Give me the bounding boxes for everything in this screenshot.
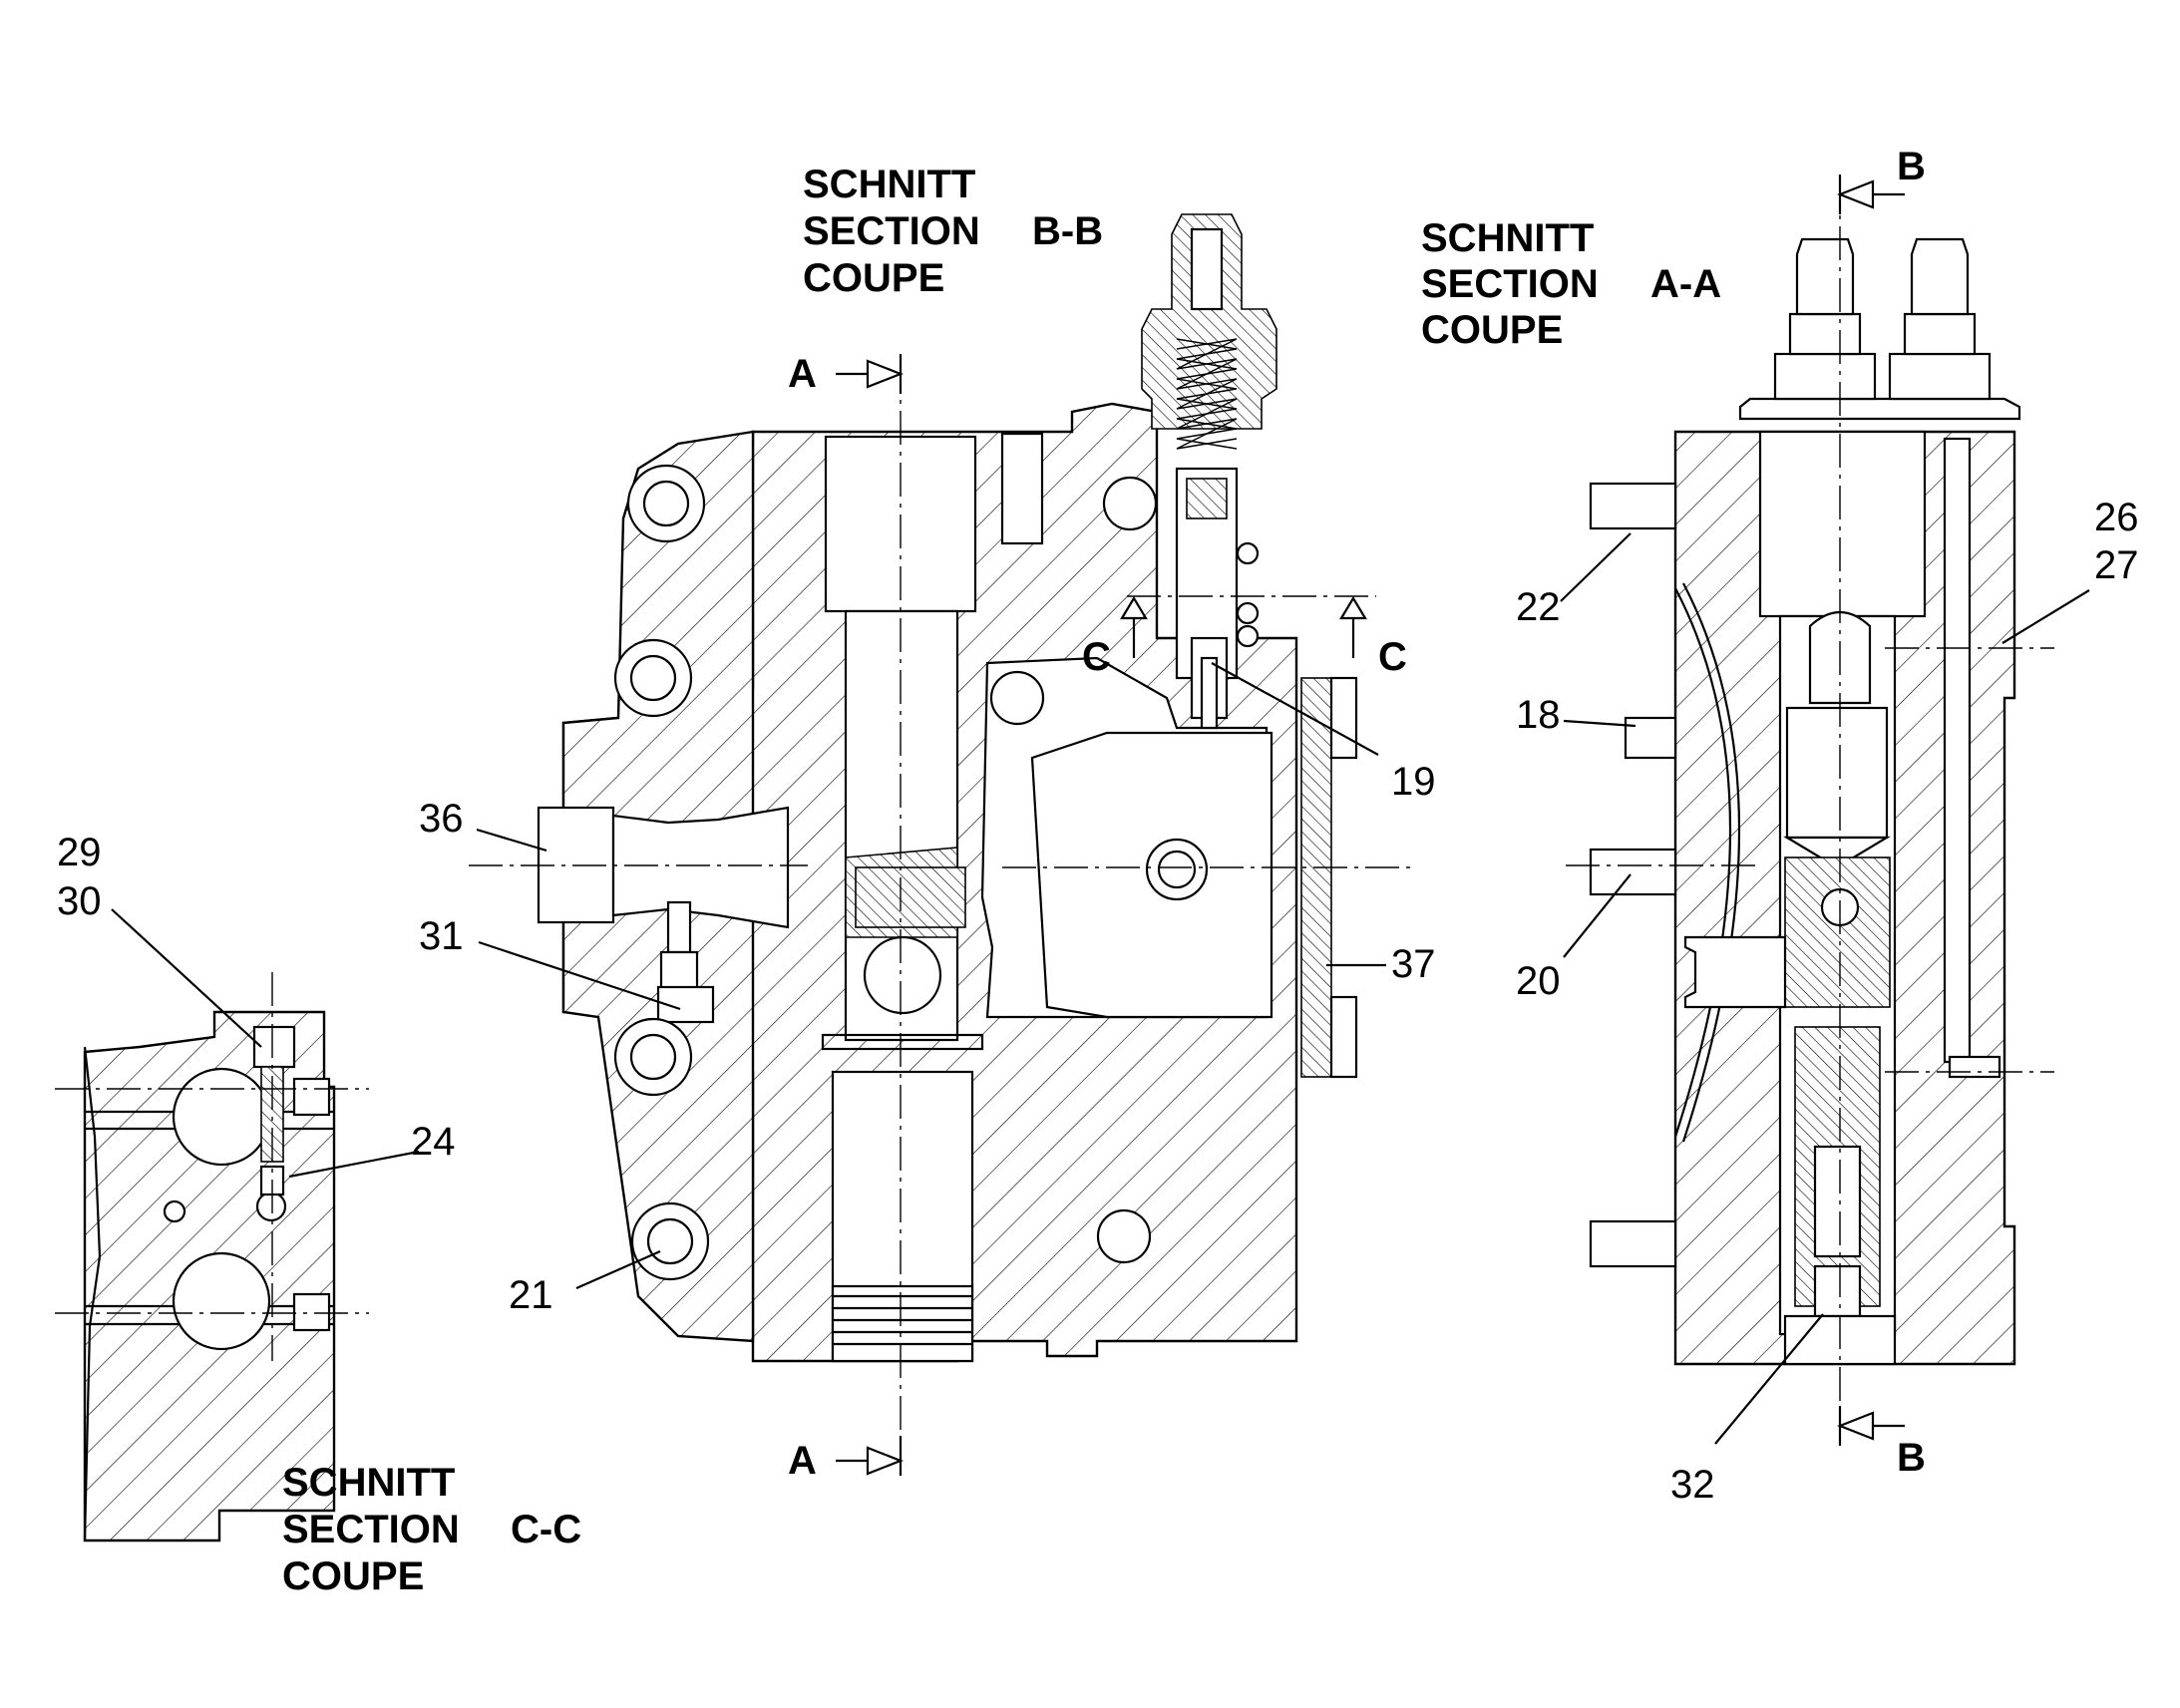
section-cc-view: SCHNITT SECTION COUPE C-C — [55, 972, 581, 1598]
ball-element — [863, 935, 942, 1015]
cut-label-a-top: A — [788, 352, 817, 396]
svg-text:SECTION: SECTION — [803, 209, 980, 253]
cut-label-b-bottom: B — [1897, 1436, 1926, 1480]
aa-top-cap — [1738, 397, 2021, 421]
svg-text:SCHNITT: SCHNITT — [803, 163, 975, 206]
threaded-plug — [831, 1284, 974, 1363]
callout-21: 21 — [509, 1273, 553, 1317]
cut-label-b-top: B — [1897, 145, 1926, 188]
bolt-holes — [613, 464, 1158, 1281]
spool-insert — [855, 866, 966, 928]
svg-text:SCHNITT: SCHNITT — [1421, 216, 1594, 260]
callout-26: 26 — [2094, 496, 2139, 539]
svg-text:C-C: C-C — [511, 1508, 581, 1551]
section-title-cc: SCHNITT SECTION COUPE C-C — [282, 1461, 581, 1598]
svg-text:COUPE: COUPE — [1421, 308, 1563, 352]
cut-marker-b-bottom: B — [1836, 1406, 1926, 1480]
section-bb-view: A A C C SCHNITT SECTION COUPE B-B — [469, 163, 1416, 1483]
svg-text:A-A: A-A — [1650, 262, 1721, 306]
svg-text:COUPE: COUPE — [282, 1554, 424, 1598]
cut-label-c-left: C — [1082, 635, 1111, 679]
svg-text:SECTION: SECTION — [282, 1508, 460, 1551]
relief-valve — [1141, 213, 1277, 730]
callout-labels: 29 30 24 36 31 21 19 37 22 18 20 26 27 3… — [57, 496, 2139, 1507]
callout-24: 24 — [411, 1120, 456, 1164]
leader-lines — [111, 532, 2090, 1445]
svg-text:COUPE: COUPE — [803, 256, 944, 300]
cut-label-a-bottom: A — [788, 1439, 817, 1483]
lower-groove-top — [821, 1033, 984, 1051]
callout-32: 32 — [1670, 1463, 1715, 1507]
callout-19: 19 — [1391, 760, 1436, 804]
callout-20: 20 — [1516, 959, 1561, 1003]
svg-text:SECTION: SECTION — [1421, 262, 1599, 306]
cut-marker-a-top: A — [788, 352, 905, 396]
svg-text:SCHNITT: SCHNITT — [282, 1461, 455, 1505]
cut-marker-b-top: B — [1836, 145, 1926, 214]
cut-label-c-right: C — [1378, 635, 1407, 679]
section-aa-view: B B SCHNITT SECTION COUPE A-A — [1421, 145, 2054, 1480]
callout-29: 29 — [57, 831, 102, 874]
callout-30: 30 — [57, 879, 102, 923]
section-title-aa: SCHNITT SECTION COUPE A-A — [1421, 216, 1721, 352]
right-cover — [1300, 677, 1332, 1078]
svg-text:B-B: B-B — [1032, 209, 1103, 253]
cut-marker-a-bottom: A — [788, 1436, 905, 1483]
callout-31: 31 — [419, 914, 464, 958]
callout-27: 27 — [2094, 543, 2139, 587]
callout-36: 36 — [419, 797, 464, 841]
cut-marker-c: C C — [1082, 595, 1407, 679]
callout-22: 22 — [1516, 585, 1561, 629]
aa-top-fittings — [1773, 237, 1992, 401]
port-insert — [611, 806, 790, 929]
callout-37: 37 — [1391, 942, 1436, 986]
callout-18: 18 — [1516, 693, 1561, 737]
section-title-bb: SCHNITT SECTION COUPE B-B — [803, 163, 1103, 300]
